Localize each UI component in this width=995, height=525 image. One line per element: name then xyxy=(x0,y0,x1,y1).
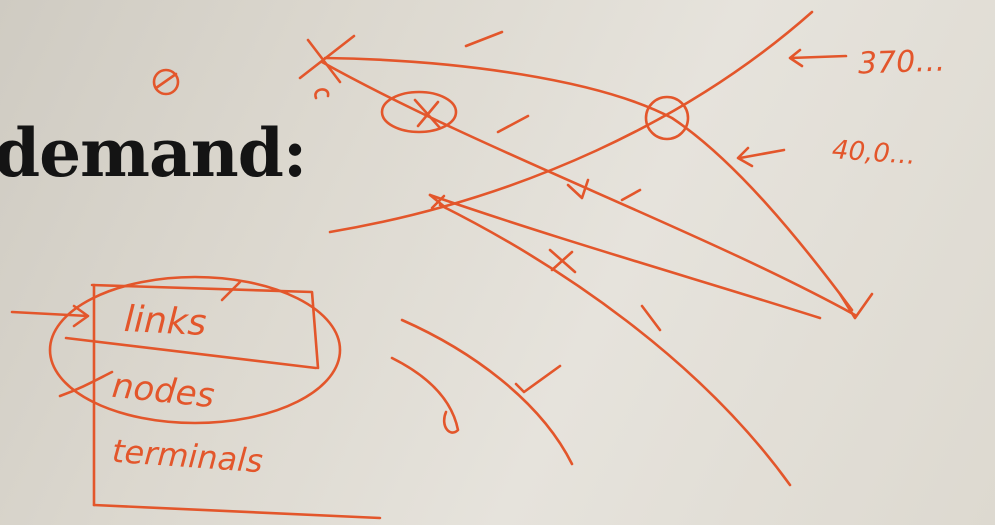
ink-line-lower xyxy=(430,195,820,318)
ink-x-mark-middle xyxy=(550,250,575,272)
ink-dash-1 xyxy=(466,32,502,46)
ink-line-to-arrow xyxy=(322,62,855,315)
ink-arrowhead xyxy=(840,294,872,318)
handwritten-value-370: 370… xyxy=(858,46,946,79)
ink-dash-2 xyxy=(498,116,528,132)
ink-arrow-into-box xyxy=(12,306,88,326)
ink-line-diagonal xyxy=(440,205,790,485)
ink-arrow-to-370 xyxy=(790,50,846,66)
handwritten-value-400: 40,0… xyxy=(831,137,917,169)
ink-curve-lower-2 xyxy=(392,358,458,433)
ink-x-mark-circled xyxy=(415,100,440,128)
ink-arrow-to-400 xyxy=(738,148,784,166)
ink-tick-2 xyxy=(622,190,640,200)
ink-x-mark-right xyxy=(642,306,660,330)
handwritten-nodes: nodes xyxy=(111,369,217,414)
handwritten-links: links xyxy=(123,302,207,342)
ink-check xyxy=(516,366,560,392)
ink-arc-large xyxy=(330,12,812,232)
ink-circle-intersection xyxy=(646,97,688,139)
ink-theta-bar xyxy=(156,74,176,88)
ink-box-bottom xyxy=(94,505,380,518)
handwritten-terminals: terminals xyxy=(111,435,264,477)
ink-curve-lower-1 xyxy=(402,320,572,464)
ink-small-mark xyxy=(315,89,328,98)
ink-small-slash xyxy=(222,282,240,300)
